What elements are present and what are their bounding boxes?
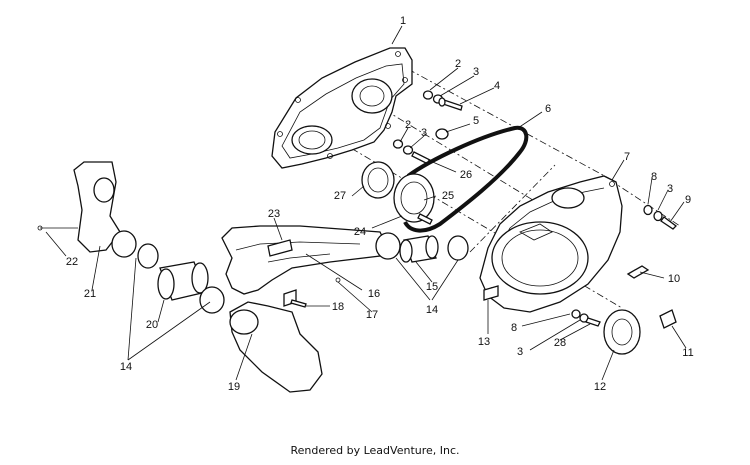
tube-clamps-part-20 bbox=[111, 230, 225, 314]
boot-part-15 bbox=[375, 232, 469, 263]
inner-cover-part-1 bbox=[271, 47, 413, 169]
callout-16: 16 bbox=[368, 288, 380, 300]
washer-bolt-set-top bbox=[422, 90, 463, 140]
callout-7: 7 bbox=[624, 151, 630, 163]
callout-1: 1 bbox=[400, 15, 406, 27]
callout-6: 6 bbox=[545, 103, 551, 115]
intake-duct-part-23 bbox=[221, 225, 387, 295]
callout-3b: 3 bbox=[421, 127, 427, 139]
callout-23: 23 bbox=[268, 208, 280, 220]
callout-12: 12 bbox=[594, 381, 606, 393]
callout-11: 11 bbox=[682, 347, 693, 359]
washer-bolt-set-bottom bbox=[571, 309, 601, 327]
callout-20: 20 bbox=[146, 319, 158, 331]
elbow-duct-part-19 bbox=[229, 289, 323, 393]
render-credit: Rendered by LeadVenture, Inc. bbox=[290, 444, 460, 457]
callout-25: 25 bbox=[442, 190, 454, 202]
leader-lines bbox=[45, 25, 687, 381]
callout-numbers: 1 2 3 4 2 3 5 6 26 25 27 24 7 8 3 9 23 2… bbox=[66, 15, 694, 393]
clutch-ring-part-25 bbox=[393, 173, 435, 225]
drive-belt-part-6 bbox=[403, 125, 529, 233]
seal-part-27 bbox=[361, 161, 395, 199]
callout-8: 8 bbox=[651, 171, 657, 183]
callout-19: 19 bbox=[228, 381, 240, 393]
air-duct-part-21 bbox=[37, 161, 121, 253]
callout-5: 5 bbox=[473, 115, 479, 127]
callout-3: 3 bbox=[473, 66, 479, 78]
callout-22: 22 bbox=[66, 256, 78, 268]
callout-2b: 2 bbox=[405, 119, 411, 131]
callout-14: 14 bbox=[426, 304, 438, 316]
callout-10: 10 bbox=[668, 273, 680, 285]
callout-4: 4 bbox=[494, 80, 500, 92]
callout-24: 24 bbox=[354, 226, 366, 238]
callout-2: 2 bbox=[455, 58, 461, 70]
callout-15: 15 bbox=[426, 281, 438, 293]
washer-bolt-set-middle bbox=[392, 139, 431, 165]
callout-27: 27 bbox=[334, 190, 346, 202]
callout-28: 28 bbox=[554, 337, 566, 349]
callout-3d: 3 bbox=[517, 346, 523, 358]
gasket-part-12 bbox=[603, 309, 641, 355]
callout-9: 9 bbox=[685, 194, 691, 206]
callout-26: 26 bbox=[460, 169, 472, 181]
decal-part-10 bbox=[626, 265, 650, 279]
callout-3c: 3 bbox=[667, 183, 673, 195]
callout-18: 18 bbox=[332, 301, 344, 313]
callout-13: 13 bbox=[478, 336, 490, 348]
clip-part-11 bbox=[659, 309, 677, 329]
callout-21: 21 bbox=[84, 288, 96, 300]
outer-cover-part-7 bbox=[479, 175, 623, 313]
callout-8b: 8 bbox=[511, 322, 517, 334]
callout-17: 17 bbox=[366, 309, 378, 321]
callout-14b: 14 bbox=[120, 361, 132, 373]
washer-bolt-set-right bbox=[643, 204, 677, 230]
